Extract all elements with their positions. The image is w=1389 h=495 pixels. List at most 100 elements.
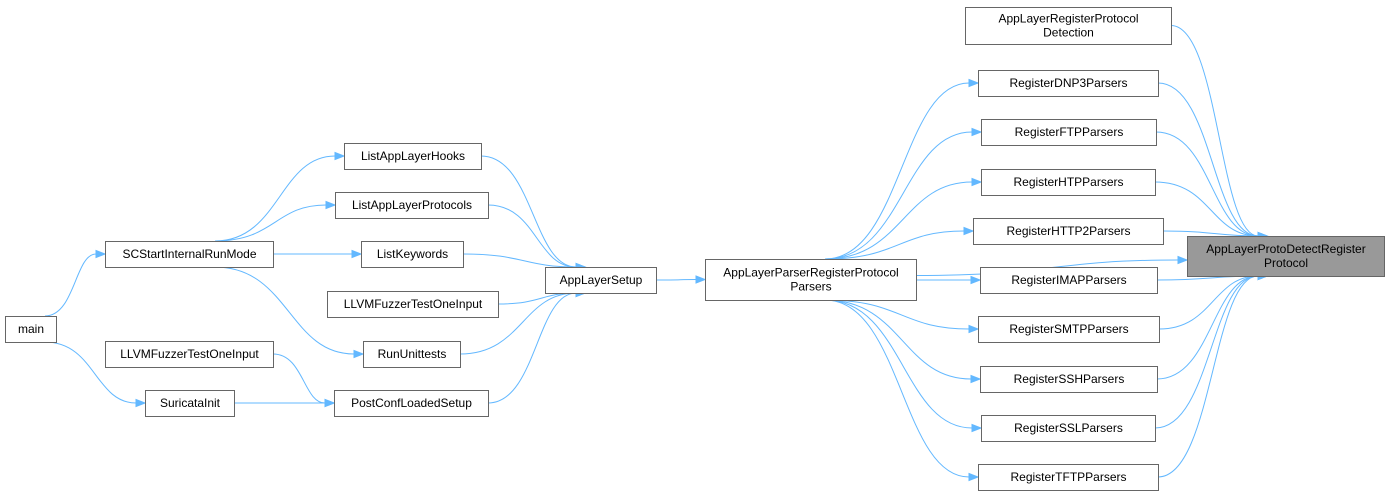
- arrowhead-icon: [963, 226, 975, 236]
- edge-suricatainit-to-postconf: [234, 398, 336, 408]
- edge-listprotocols-to-applayersetup: [487, 204, 587, 272]
- edge-protodetection-to-target: [1170, 25, 1269, 241]
- edge-line: [497, 292, 577, 305]
- node-label: RunUnittests: [378, 347, 447, 361]
- arrowhead-icon: [334, 151, 346, 161]
- node-htp[interactable]: RegisterHTPParsers: [981, 169, 1156, 196]
- edge-parserregister-to-smtp: [824, 299, 980, 334]
- edge-line: [214, 266, 355, 355]
- node-listhooks[interactable]: ListAppLayerHooks: [344, 143, 482, 170]
- node-scstart[interactable]: SCStartInternalRunMode: [105, 241, 274, 268]
- node-listprotocols[interactable]: ListAppLayerProtocols: [335, 192, 489, 219]
- node-label: RegisterSSHParsers: [1014, 372, 1125, 386]
- edge-line: [824, 82, 970, 260]
- edge-parserregister-to-ftp: [824, 127, 983, 260]
- edge-line: [1158, 275, 1259, 330]
- edge-line: [824, 299, 973, 429]
- edge-parserregister-to-imap: [916, 275, 982, 285]
- node-label: RegisterTFTPParsers: [1010, 470, 1126, 484]
- arrowhead-icon: [135, 398, 147, 408]
- node-box: [980, 366, 1158, 393]
- arrowhead-icon: [971, 423, 983, 433]
- edge-scstart-to-listkeywords: [273, 249, 363, 259]
- edge-listhooks-to-applayersetup: [480, 155, 587, 272]
- node-llvm1[interactable]: LLVMFuzzerTestOneInput: [327, 291, 499, 318]
- edge-ftp-to-target: [1155, 131, 1269, 241]
- node-box: [105, 241, 274, 268]
- node-main[interactable]: main: [5, 316, 57, 343]
- node-label: Protocol: [1264, 256, 1308, 270]
- node-label: RegisterSSLParsers: [1014, 421, 1123, 435]
- node-ftp[interactable]: RegisterFTPParsers: [981, 119, 1157, 146]
- edge-line: [1157, 82, 1259, 237]
- node-label: LLVMFuzzerTestOneInput: [120, 347, 259, 361]
- node-imap[interactable]: RegisterIMAPParsers: [980, 267, 1158, 294]
- node-label: ListKeywords: [377, 247, 448, 261]
- edge-smtp-to-target: [1158, 271, 1269, 330]
- node-label: Parsers: [790, 280, 831, 294]
- edge-line: [655, 279, 697, 281]
- node-dnp3[interactable]: RegisterDNP3Parsers: [978, 70, 1159, 97]
- node-box: [344, 143, 482, 170]
- node-label: SCStartInternalRunMode: [122, 247, 256, 261]
- node-http2[interactable]: RegisterHTTP2Parsers: [973, 218, 1164, 245]
- node-label: RegisterHTPParsers: [1013, 175, 1123, 189]
- node-box: [978, 70, 1159, 97]
- edge-main-to-suricatainit: [44, 341, 147, 408]
- edge-parserregister-to-ssl: [824, 299, 983, 433]
- node-label: LLVMFuzzerTestOneInput: [344, 297, 483, 311]
- node-label: RegisterSMTPParsers: [1009, 322, 1128, 336]
- edge-applayersetup-to-parserregister: [655, 275, 707, 284]
- node-applayersetup[interactable]: AppLayerSetup: [545, 267, 657, 294]
- edge-llvm2-to-postconf: [272, 353, 336, 408]
- edge-scstart-to-listhooks: [214, 151, 346, 242]
- node-llvm2[interactable]: LLVMFuzzerTestOneInput: [105, 341, 274, 368]
- node-ssl[interactable]: RegisterSSLParsers: [981, 415, 1156, 442]
- arrowhead-icon: [695, 275, 707, 284]
- node-label: RegisterHTTP2Parsers: [1006, 224, 1130, 238]
- node-rununittests[interactable]: RunUnittests: [363, 341, 461, 368]
- edge-ssl-to-target: [1154, 271, 1269, 429]
- edge-parserregister-to-htp: [824, 177, 983, 260]
- node-ssh[interactable]: RegisterSSHParsers: [980, 366, 1158, 393]
- edge-line: [480, 155, 577, 268]
- node-box: [705, 259, 917, 301]
- node-box: [980, 267, 1158, 294]
- arrowhead-icon: [351, 249, 363, 259]
- arrowhead-icon: [968, 324, 980, 334]
- node-smtp[interactable]: RegisterSMTPParsers: [978, 316, 1160, 343]
- edge-line: [44, 341, 137, 404]
- edge-parserregister-to-tftp: [824, 299, 980, 482]
- edge-parserregister-to-ssh: [824, 299, 982, 384]
- node-box: [981, 415, 1156, 442]
- arrowhead-icon: [971, 127, 983, 137]
- edge-line: [824, 299, 972, 380]
- edge-parserregister-to-http2: [824, 226, 975, 260]
- edge-line: [1154, 275, 1259, 429]
- edge-line: [1162, 230, 1259, 237]
- node-box: [545, 267, 657, 294]
- node-box: [363, 341, 461, 368]
- edge-scstart-to-rununittests: [214, 266, 365, 359]
- node-label: PostConfLoadedSetup: [351, 396, 472, 410]
- node-box: [145, 390, 235, 417]
- node-tftp[interactable]: RegisterTFTPParsers: [978, 464, 1159, 491]
- edge-line: [824, 299, 970, 330]
- node-listkeywords[interactable]: ListKeywords: [361, 241, 464, 268]
- node-box: [973, 218, 1164, 245]
- node-label: ListAppLayerHooks: [361, 149, 465, 163]
- node-label: SuricataInit: [160, 396, 221, 410]
- node-label: RegisterFTPParsers: [1015, 125, 1124, 139]
- arrowhead-icon: [970, 275, 982, 285]
- node-box: [978, 464, 1159, 491]
- node-postconf[interactable]: PostConfLoadedSetup: [334, 390, 489, 417]
- node-suricatainit[interactable]: SuricataInit: [145, 390, 235, 417]
- arrowhead-icon: [353, 349, 365, 359]
- node-label: AppLayerSetup: [560, 273, 643, 287]
- edge-ssh-to-target: [1156, 271, 1269, 380]
- edge-line: [487, 292, 577, 404]
- edge-main-to-scstart: [44, 249, 107, 317]
